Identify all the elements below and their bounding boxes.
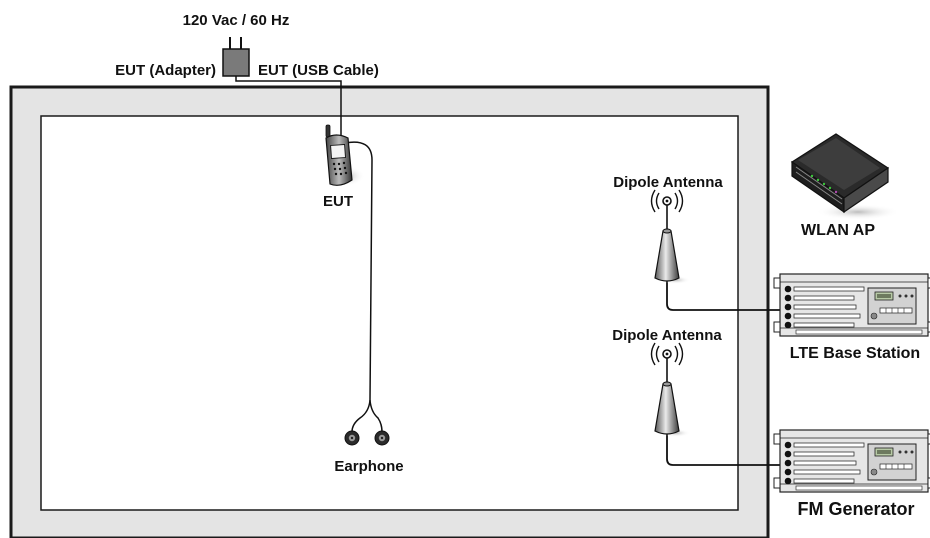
eut-phone-icon — [325, 124, 365, 186]
earphone-icon — [344, 430, 390, 446]
lte-base-station-icon — [773, 273, 930, 337]
earphone-cable — [344, 141, 373, 433]
dipole-antenna-label-top: Dipole Antenna — [613, 174, 723, 191]
fm-generator-icon — [773, 429, 930, 493]
usb-cable — [235, 76, 342, 138]
lte-base-station-label: LTE Base Station — [790, 345, 920, 362]
cable-fm-antenna — [666, 432, 783, 466]
power-source-label: 120 Vac / 60 Hz — [183, 12, 290, 29]
dipole-antenna-label-bottom: Dipole Antenna — [612, 327, 722, 344]
cable-lte-antenna — [666, 280, 783, 311]
fm-generator-label: FM Generator — [797, 499, 914, 519]
eut-adapter-label: EUT (Adapter) — [115, 62, 216, 79]
eut-usb-cable-label: EUT (USB Cable) — [258, 62, 379, 79]
earphone-cable-right — [369, 399, 383, 433]
eut-label: EUT — [323, 193, 353, 210]
wlan-ap-icon — [790, 133, 900, 220]
power-adapter — [222, 37, 250, 77]
wlan-ap-label: WLAN AP — [801, 222, 875, 239]
earphone-label: Earphone — [334, 458, 403, 475]
inner-test-area — [40, 115, 739, 511]
